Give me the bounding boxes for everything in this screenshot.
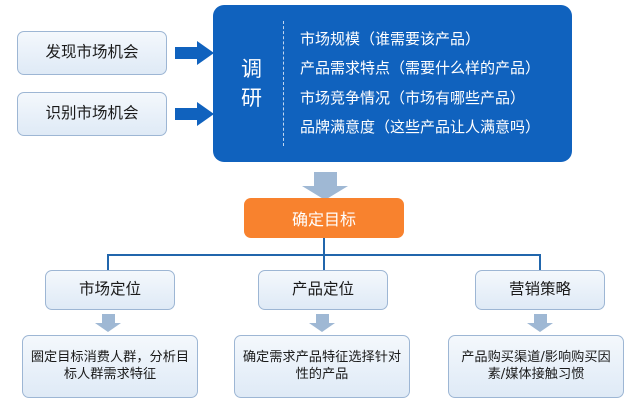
branch-box-marketing-strategy[interactable]: 营销策略 — [475, 270, 605, 310]
arrow-shaft — [313, 172, 337, 187]
research-panel-item-competition: 市场竞争情况（市场有哪些产品） — [300, 88, 526, 107]
goal-box-label: 确定目标 — [291, 210, 356, 229]
research-panel-item-brand-satisfaction: 品牌满意度（这些产品让人满意吗） — [300, 117, 541, 136]
input-box-discover-opportunity-label: 发现市场机会 — [45, 43, 139, 62]
arrow-head — [309, 323, 335, 332]
arrow-down-icon-branch-3 — [527, 314, 554, 332]
arrow-shaft — [175, 108, 198, 120]
connector-horizontal-bus — [107, 254, 541, 256]
arrow-down-icon-to-goal — [302, 172, 348, 200]
arrow-head — [95, 323, 121, 332]
arrow-shaft — [175, 47, 198, 59]
branch-box-product-positioning[interactable]: 产品定位 — [258, 270, 388, 310]
detail-box-product-positioning-text: 确定需求产品特征选择针对性的产品 — [242, 349, 402, 382]
research-panel-item-market-size: 市场规模（谁需要该产品） — [300, 30, 481, 48]
arrow-shaft — [315, 314, 330, 324]
arrow-right-icon-bottom — [175, 102, 214, 126]
connector-branch-1-stem — [107, 254, 109, 271]
arrow-down-icon-branch-1 — [95, 314, 122, 332]
research-panel-item-demand-traits: 产品需求特点（需要什么样的产品） — [300, 59, 541, 78]
goal-box[interactable]: 确定目标 — [244, 198, 404, 238]
arrow-shaft — [533, 314, 548, 324]
connector-branch-3-stem — [539, 254, 541, 271]
arrow-head — [197, 102, 214, 126]
detail-box-market-positioning[interactable]: 圈定目标消费人群，分析目标人群需求特征 — [22, 335, 198, 398]
arrow-right-icon-top — [175, 41, 214, 65]
detail-box-product-positioning[interactable]: 确定需求产品特征选择针对性的产品 — [234, 335, 410, 398]
arrow-head — [527, 323, 553, 332]
branch-box-market-positioning-label: 市场定位 — [78, 280, 141, 299]
research-panel[interactable]: 调 研 市场规模（谁需要该产品） 产品需求特点（需要什么样的产品） 市场竞争情况… — [213, 5, 572, 162]
detail-box-marketing-strategy[interactable]: 产品购买渠道/影响购买因素/媒体接触习惯 — [448, 335, 624, 398]
research-panel-item-list: 市场规模（谁需要该产品） 产品需求特点（需要什么样的产品） 市场竞争情况（市场有… — [284, 25, 572, 142]
research-panel-divider — [283, 21, 284, 146]
branch-box-market-positioning[interactable]: 市场定位 — [45, 270, 175, 310]
research-panel-side-label-char-2: 研 — [241, 85, 263, 110]
detail-box-market-positioning-text: 圈定目标消费人群，分析目标人群需求特征 — [30, 349, 190, 382]
research-panel-side-label-char-1: 调 — [241, 56, 263, 81]
input-box-identify-opportunity[interactable]: 识别市场机会 — [17, 92, 167, 136]
arrow-head — [197, 41, 214, 65]
research-panel-side-label: 调 研 — [221, 55, 283, 113]
input-box-identify-opportunity-label: 识别市场机会 — [45, 104, 139, 123]
branch-box-product-positioning-label: 产品定位 — [291, 280, 354, 299]
branch-box-marketing-strategy-label: 营销策略 — [508, 280, 571, 299]
arrow-head — [302, 186, 348, 200]
detail-box-marketing-strategy-text: 产品购买渠道/影响购买因素/媒体接触习惯 — [461, 349, 611, 382]
arrow-shaft — [101, 314, 116, 324]
input-box-discover-opportunity[interactable]: 发现市场机会 — [17, 31, 167, 75]
arrow-down-icon-branch-2 — [309, 314, 336, 332]
